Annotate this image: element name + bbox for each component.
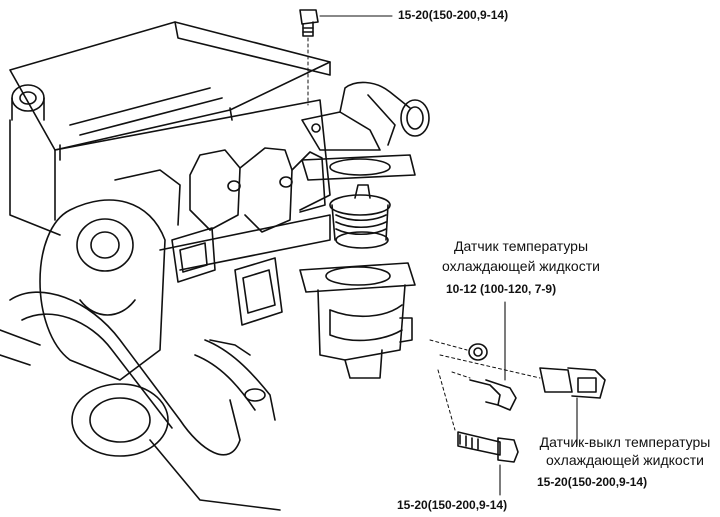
- temp-sensor-torque-label: 10-12 (100-120, 7-9): [446, 282, 557, 296]
- thermostat-housing-drawing: [299, 262, 416, 379]
- temp-sensor-drawing: [451, 301, 517, 411]
- engine-block-drawing: [0, 21, 331, 511]
- gasket-drawing: [301, 154, 416, 181]
- temp-switch-name-line2: охлаждающей жидкости: [546, 452, 704, 468]
- top-bolt-torque-label: 15-20(150-200,9-14): [398, 8, 509, 22]
- temp-sensor-name-line2: охлаждающей жидкости: [442, 258, 600, 274]
- thermostat-drawing: [329, 184, 391, 249]
- temp-sensor-name-line1: Датчик температуры: [453, 238, 589, 254]
- thermostat-outlet-drawing: [301, 81, 430, 151]
- temp-switch-drawing: [439, 354, 606, 446]
- bottom-bolt-torque-label: 15-20(150-200,9-14): [397, 498, 508, 512]
- temp-switch-name-line1: Датчик-выкл температуры: [539, 434, 711, 450]
- bottom-bolt-drawing: [437, 369, 519, 496]
- top-bolt-drawing: [299, 9, 319, 106]
- washer-drawing: [429, 339, 488, 361]
- temp-switch-torque-label: 15-20(150-200,9-14): [537, 475, 648, 489]
